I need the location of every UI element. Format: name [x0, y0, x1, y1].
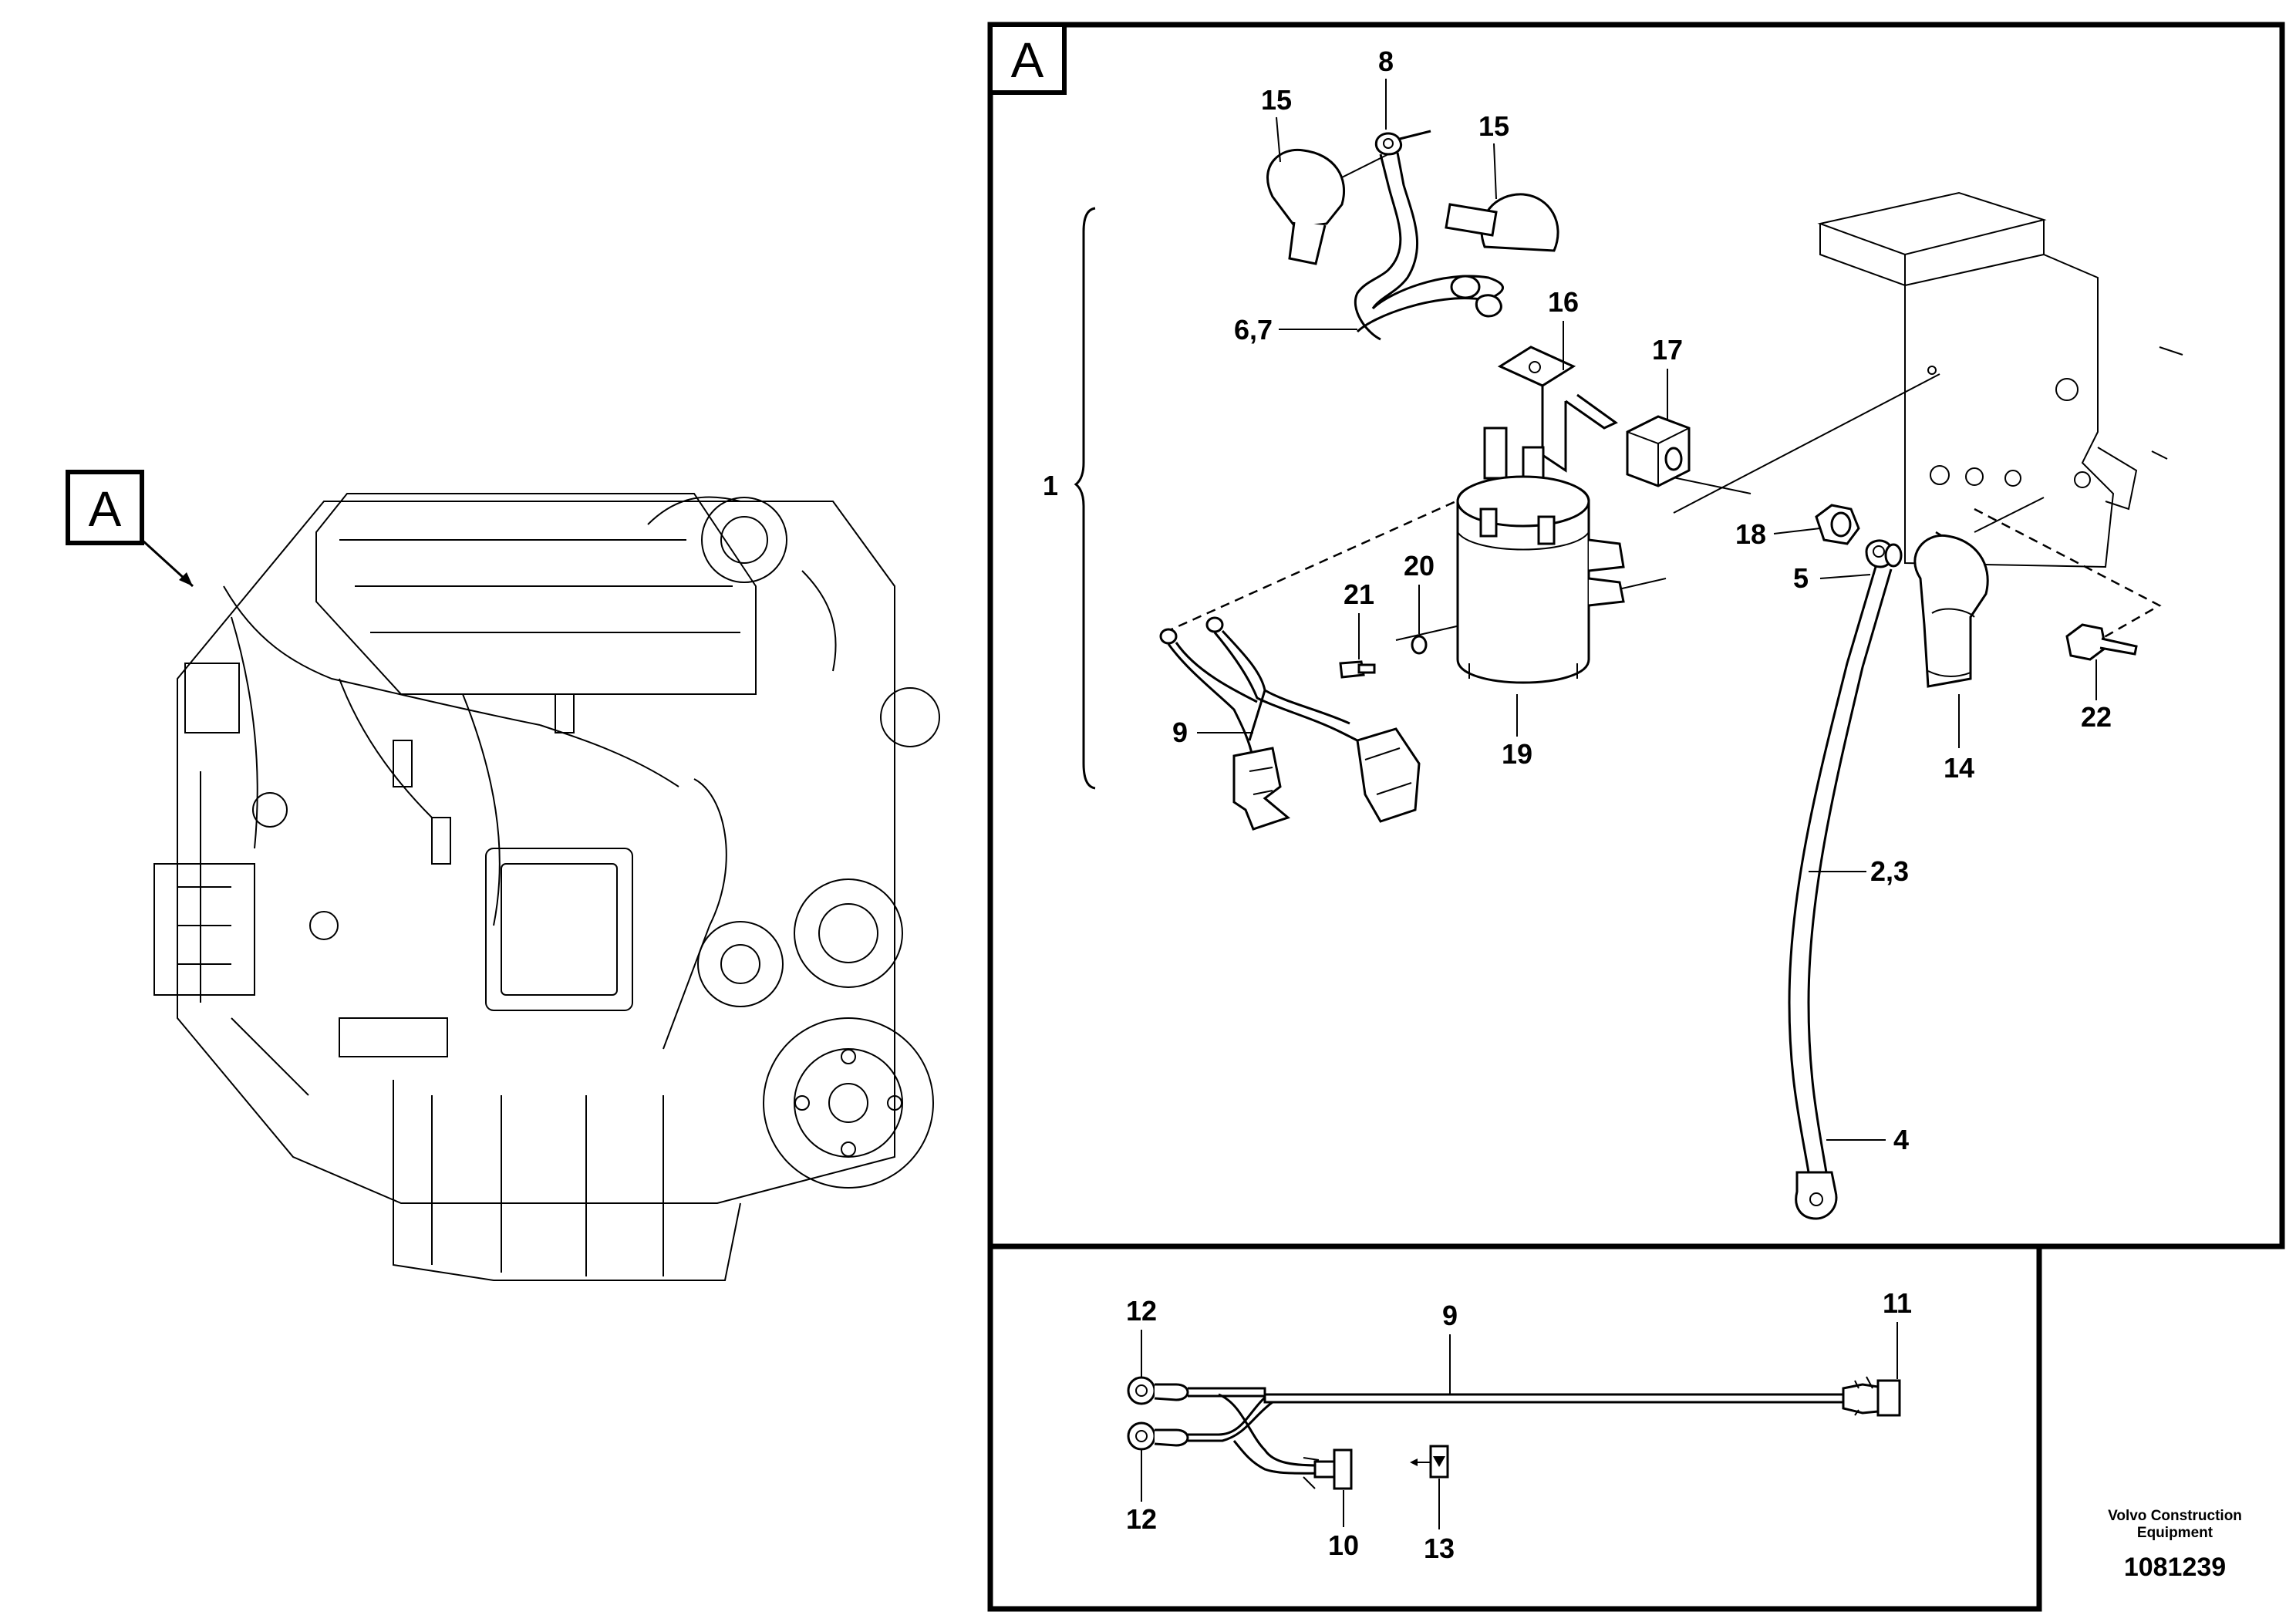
screw-21	[1339, 660, 1376, 679]
harness-9-detail	[1159, 616, 1421, 831]
connector-10	[1313, 1448, 1353, 1490]
detail-a-label: A	[1011, 32, 1044, 88]
callout-15-right: 15	[1478, 110, 1509, 142]
nut-17	[1626, 415, 1691, 487]
bracket-16	[1497, 346, 1618, 473]
terminal-boot-15-left	[1266, 148, 1389, 265]
washer-5	[1884, 543, 1903, 568]
bolt-22	[2065, 623, 2138, 661]
callout-4: 4	[1893, 1124, 1909, 1155]
callout-22: 22	[2081, 701, 2112, 733]
engine-overview: A	[66, 470, 940, 1281]
connector-11	[1842, 1376, 1901, 1417]
terminal-boot-15-right	[1445, 193, 1559, 252]
callout-13: 13	[1424, 1533, 1455, 1564]
callout-8: 8	[1378, 46, 1394, 77]
mounting-plate	[1817, 191, 2183, 568]
overview-marker-box[interactable]	[66, 470, 144, 545]
callout-10: 10	[1328, 1529, 1359, 1561]
callout-17: 17	[1652, 334, 1683, 366]
harness-detail-frame	[987, 1243, 2042, 1612]
callout-12-upper: 12	[1126, 1295, 1157, 1327]
overview-marker-label: A	[89, 481, 122, 537]
cable-6-7	[1354, 130, 1504, 341]
engine-illustration	[153, 493, 940, 1281]
callout-1: 1	[1043, 470, 1058, 501]
callout-9-detail: 9	[1172, 717, 1188, 748]
callout-20: 20	[1404, 550, 1435, 582]
manufacturer-label: Volvo Construction Equipment	[2067, 1508, 2283, 1542]
terminal-boot-14	[1913, 534, 1989, 688]
callout-15-left: 15	[1261, 84, 1292, 116]
detail-a-panel: A 1	[987, 22, 2285, 1249]
callout-9-harness: 9	[1442, 1300, 1458, 1331]
ring-terminal-12-upper	[1127, 1376, 1189, 1405]
ref-line-relay	[1164, 492, 1474, 634]
ring-terminal-12-lower	[1127, 1421, 1189, 1451]
callout-5: 5	[1793, 562, 1809, 594]
callout-16: 16	[1548, 286, 1579, 318]
callout-18: 18	[1735, 518, 1766, 550]
callout-12-lower: 12	[1126, 1503, 1157, 1535]
harness-wire-9	[1188, 1387, 1843, 1396]
relay-19	[1456, 427, 1625, 684]
diode-13	[1410, 1445, 1449, 1479]
harness-detail-panel: 12 12 9 10 11	[987, 1243, 2042, 1612]
washer-20	[1411, 635, 1428, 655]
ref-line-bolt	[1974, 508, 2162, 656]
kit-bracket	[1074, 207, 1096, 790]
callout-14: 14	[1944, 752, 1974, 784]
manufacturer-line-2: Equipment	[2136, 1525, 2213, 1541]
nut-18	[1815, 504, 1860, 545]
callout-21: 21	[1344, 578, 1374, 610]
callout-11: 11	[1883, 1287, 1912, 1319]
detail-a-label-box	[988, 22, 1067, 95]
callout-2-3: 2,3	[1870, 855, 1909, 887]
document-number: 1081239	[2123, 1553, 2227, 1582]
callout-19: 19	[1502, 738, 1532, 770]
manufacturer-line-1: Volvo Construction	[2108, 1508, 2242, 1524]
callout-6-7: 6,7	[1234, 314, 1273, 346]
